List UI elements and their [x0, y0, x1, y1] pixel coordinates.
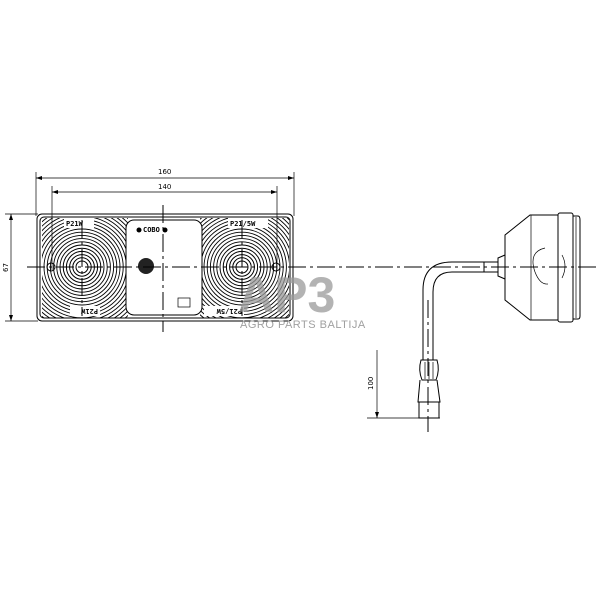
- lamp-side-view: [483, 212, 581, 323]
- watermark-logo: AP3 AGRO PARTS BALTIJA: [238, 267, 366, 331]
- left-mounting-hole: [46, 262, 56, 272]
- label-left-top: P21W: [66, 220, 84, 228]
- dimension-160: 160: [35, 168, 295, 216]
- label-brand: COBO: [143, 226, 160, 234]
- label-right-bottom: P21/5W: [216, 307, 242, 315]
- lens-ring: [42, 218, 128, 318]
- dimension-160-label: 160: [158, 168, 171, 176]
- watermark-text: AGRO PARTS BALTIJA: [240, 319, 366, 331]
- dimension-100: 100: [367, 350, 440, 419]
- label-right-top: P21/5W: [230, 220, 256, 228]
- lens-ring: [200, 218, 289, 318]
- cable: [417, 261, 486, 432]
- dimension-140-label: 140: [158, 183, 171, 191]
- dimension-67-label: 67: [2, 263, 10, 272]
- center-emblem: [138, 258, 154, 274]
- dimension-100-label: 100: [367, 377, 375, 390]
- dimension-67: 67: [2, 213, 38, 322]
- label-left-bottom: P21W: [80, 307, 98, 315]
- watermark-logo-text: AP3: [238, 267, 335, 323]
